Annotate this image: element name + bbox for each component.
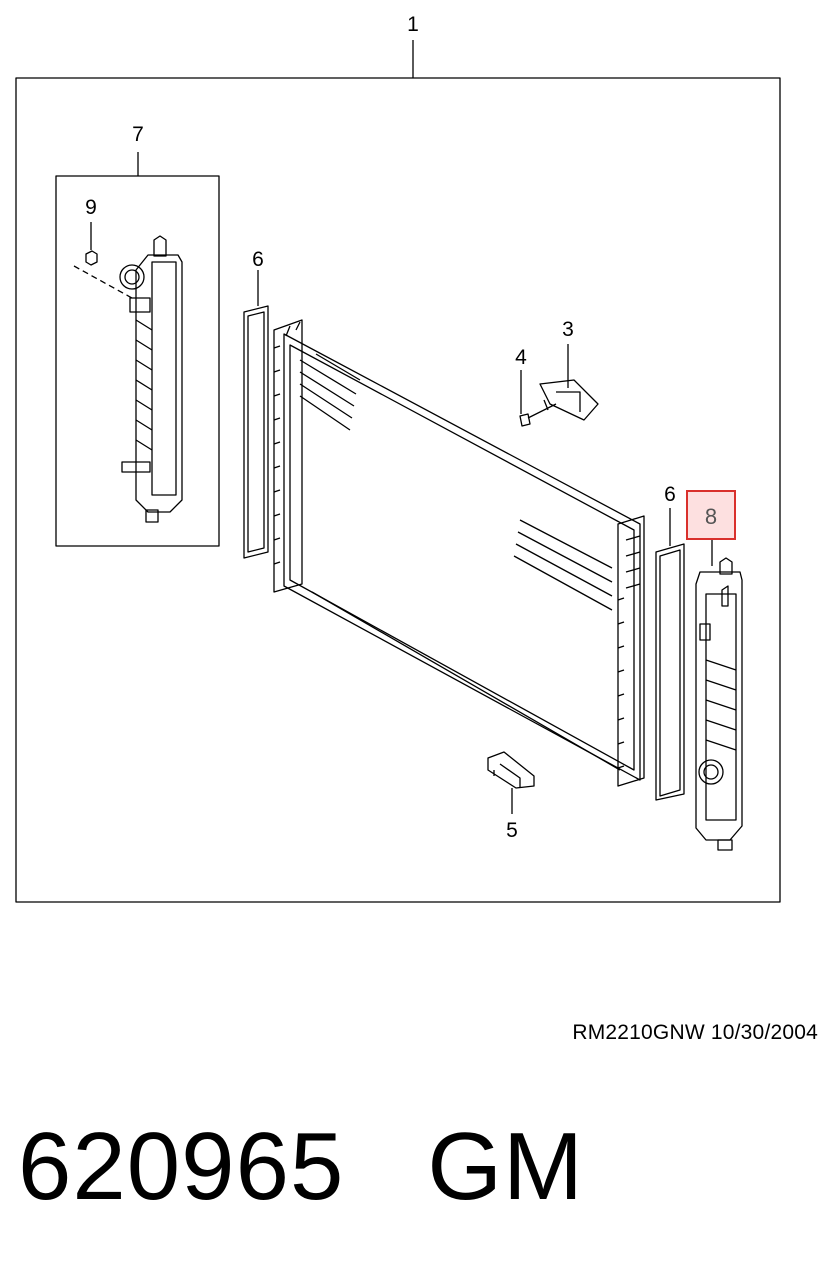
callout-6-left: 6 [252,248,264,271]
assembly-frame [15,77,781,903]
callout-6-right: 6 [664,483,676,506]
leader-9-dash [73,265,133,299]
part-number-title: 620965 GM [18,1113,584,1220]
diagram-lines [15,40,781,903]
callout-7: 7 [132,123,144,146]
callout-4: 4 [515,346,527,369]
callout-9: 9 [85,196,97,219]
bracket-3 [539,379,599,421]
radiator-exploded-diagram: 1 7 9 6 3 4 6 8 5 [15,13,781,903]
diagram-reference: RM2210GNW 10/30/2004 [572,1021,818,1044]
clip-4 [519,413,531,427]
radiator-core [273,319,645,787]
seal-6-left [243,305,269,559]
callout-1: 1 [407,13,419,36]
bracket-5 [487,751,535,789]
nut-9 [85,250,98,266]
leader-4-3 [527,403,557,419]
callout-3: 3 [562,318,574,341]
seal-6-right [655,543,685,801]
callout-8-highlighted[interactable]: 8 [686,490,736,540]
tank-8 [695,557,743,851]
callout-5: 5 [506,819,518,842]
tank-7 [119,235,183,523]
